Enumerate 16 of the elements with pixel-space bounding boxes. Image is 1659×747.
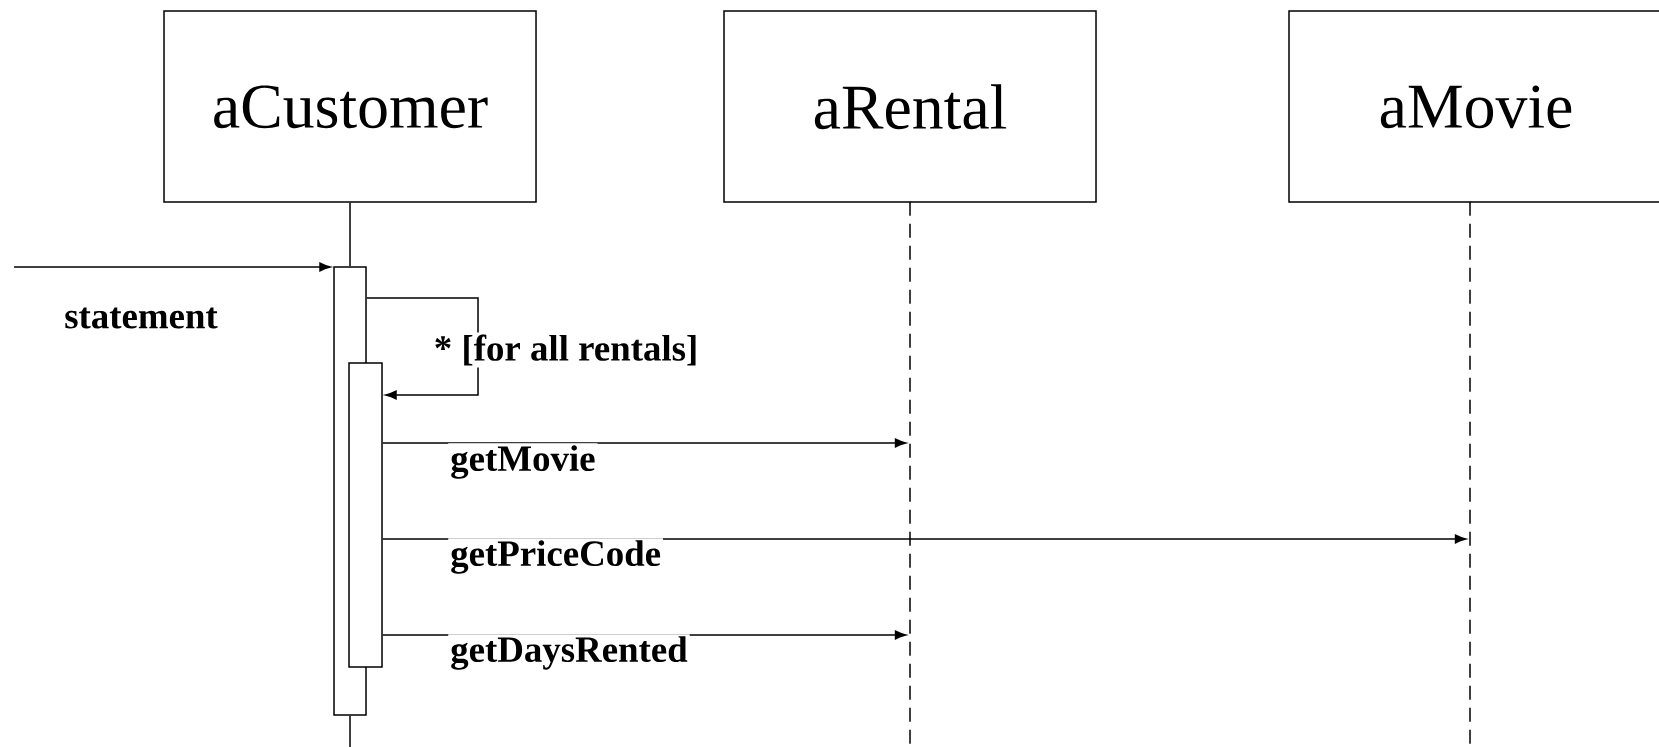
message-arrow [366,297,479,400]
edge-label: statement [62,305,220,331]
activation-bar [348,362,383,668]
object-box: aRental [723,10,1097,203]
message-arrow [382,438,907,448]
lifeline [909,201,911,747]
edge-label: * [for all rentals] [431,332,701,368]
object-box: aMovie [1288,10,1659,203]
edge-label: getMovie [448,443,598,481]
edge-label: getPriceCode [448,538,664,576]
message-arrow [13,262,331,272]
edge-label: getDaysRented [448,634,690,672]
lifeline [1469,201,1471,747]
lifeline [349,202,351,267]
lifeline [349,715,351,747]
object-box: aCustomer [163,10,537,203]
